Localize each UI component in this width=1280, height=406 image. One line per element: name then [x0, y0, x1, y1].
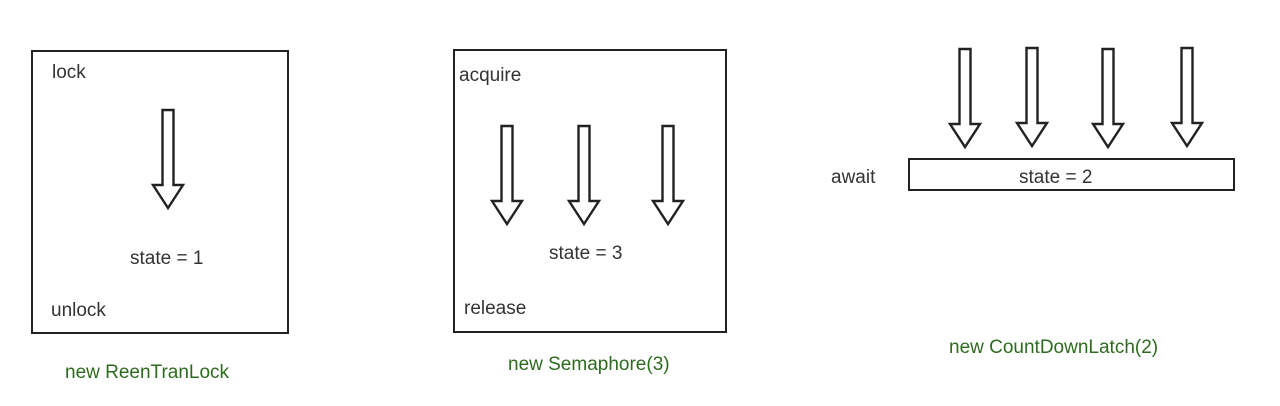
down-arrow-icon [566, 124, 602, 227]
unlock-label: unlock [51, 300, 106, 321]
await-label: await [831, 167, 876, 188]
down-arrow-icon [947, 47, 983, 150]
down-arrow-icon [1090, 47, 1126, 150]
release-label: release [464, 298, 527, 319]
down-arrow-icon [1169, 46, 1205, 149]
countdown-latch-bar [908, 158, 1235, 191]
lock-state-label: state = 1 [130, 248, 204, 269]
acquire-label: acquire [459, 65, 522, 86]
down-arrow-icon [1014, 46, 1050, 149]
down-arrow-icon [489, 124, 525, 227]
semaphore-state-label: state = 3 [549, 243, 623, 264]
reentrant-lock-caption: new ReenTranLock [65, 362, 230, 383]
countdown-latch-caption: new CountDownLatch(2) [949, 337, 1159, 358]
semaphore-caption: new Semaphore(3) [508, 354, 670, 375]
down-arrow-icon [650, 124, 686, 227]
down-arrow-icon [150, 108, 186, 211]
latch-state-label: state = 2 [1019, 167, 1093, 188]
lock-label: lock [52, 62, 86, 83]
